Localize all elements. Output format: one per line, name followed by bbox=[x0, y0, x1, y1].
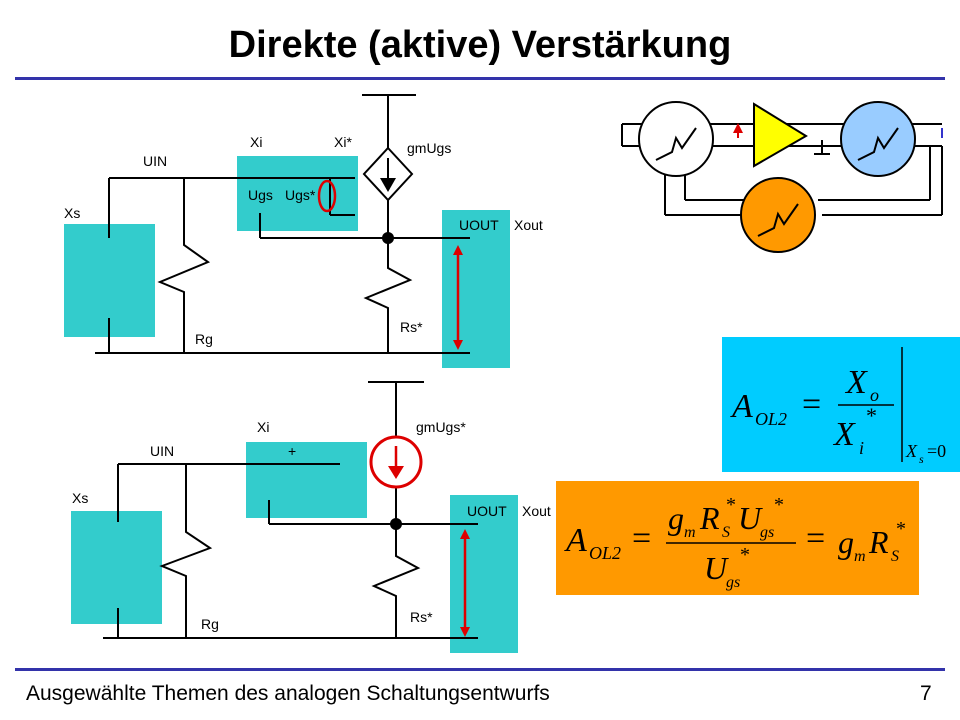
top-divider bbox=[15, 77, 945, 80]
page-number: 7 bbox=[920, 682, 932, 705]
symbol-amplifier-triangle bbox=[753, 102, 808, 168]
eq1-cond-var: X bbox=[905, 441, 918, 461]
eq1-lhs-sub: OL2 bbox=[755, 409, 787, 429]
top-ugs-label: Ugs bbox=[248, 187, 273, 203]
footer-text: Ausgewählte Themen des analogen Schaltun… bbox=[26, 682, 550, 705]
eq2-rhs-r: R bbox=[868, 524, 889, 560]
bottom-source-block bbox=[71, 511, 162, 624]
eq2-rhs-g-sub: m bbox=[854, 548, 866, 565]
bottom-plus-label: + bbox=[288, 443, 296, 459]
equation-1-box: A OL2 = X o X i * X s =0 bbox=[722, 337, 960, 472]
eq2-equals-2: = bbox=[806, 520, 825, 557]
page-title: Direkte (aktive) Verstärkung bbox=[228, 24, 732, 66]
bottom-node-dot bbox=[390, 518, 402, 530]
top-xs-label: Xs bbox=[64, 205, 80, 221]
eq2-num-u-sup: * bbox=[774, 494, 784, 516]
bottom-gmugs-star-label: gmUgs* bbox=[416, 419, 466, 435]
eq2-num-r-sub: S bbox=[722, 524, 730, 541]
eq1-equals: = bbox=[802, 386, 821, 423]
top-amplifier-block bbox=[237, 156, 358, 231]
bottom-rs-star-label: Rs* bbox=[410, 609, 433, 625]
bottom-rs-resistor bbox=[371, 524, 421, 638]
eq1-cond-rest: =0 bbox=[927, 441, 946, 461]
top-circuit: Xs UIN Xi Xi* Ugs Ugs* gmUgs UOUT Xout R… bbox=[64, 94, 543, 368]
bottom-circuit: Xs UIN Xi + gmUgs* UOUT Xout Rg Rs* bbox=[71, 381, 551, 653]
bottom-uin-label: UIN bbox=[150, 443, 174, 459]
bottom-xout-label: Xout bbox=[522, 503, 551, 519]
top-rs-resistor bbox=[363, 238, 413, 353]
eq1-den-sub: i bbox=[859, 438, 864, 458]
eq1-den-var: X bbox=[832, 416, 856, 453]
bottom-rg-resistor bbox=[159, 464, 213, 638]
eq1-num-sub: o bbox=[870, 385, 879, 405]
top-uout-label: UOUT bbox=[459, 217, 499, 233]
top-output-block bbox=[442, 210, 510, 368]
eq2-num-r-sup: * bbox=[726, 494, 736, 516]
bottom-xi-label: Xi bbox=[257, 419, 269, 435]
eq2-den-u-sup: * bbox=[740, 544, 750, 566]
eq1-num-var: X bbox=[844, 364, 868, 401]
top-gmugs-label: gmUgs bbox=[407, 140, 451, 156]
eq1-den-sup: * bbox=[866, 403, 877, 428]
top-rs-star-label: Rs* bbox=[400, 319, 423, 335]
bottom-divider bbox=[15, 668, 945, 671]
eq2-lhs-main: A bbox=[564, 522, 587, 559]
eq1-cond-sub: s bbox=[919, 452, 924, 466]
bottom-xs-label: Xs bbox=[72, 490, 88, 506]
eq2-den-u: U bbox=[704, 550, 729, 586]
eq2-den-u-sub: gs bbox=[726, 574, 740, 591]
top-rg-label: Rg bbox=[195, 331, 213, 347]
top-xout-label: Xout bbox=[514, 217, 543, 233]
eq2-rhs-r-sub: S bbox=[891, 548, 899, 565]
eq2-num-g-sub: m bbox=[684, 524, 696, 541]
eq2-num-r: R bbox=[699, 500, 720, 536]
symbolic-amplifier-diagram bbox=[621, 101, 943, 253]
top-uin-label: UIN bbox=[143, 153, 167, 169]
top-ugs-star-label: Ugs* bbox=[285, 187, 316, 203]
eq2-lhs-sub: OL2 bbox=[589, 543, 621, 563]
eq1-lhs-main: A bbox=[730, 388, 753, 425]
eq2-num-u: U bbox=[738, 500, 763, 536]
eq2-num-g: g bbox=[668, 500, 684, 536]
eq2-equals-1: = bbox=[632, 520, 651, 557]
bottom-uout-label: UOUT bbox=[467, 503, 507, 519]
top-red-ellipse bbox=[317, 179, 337, 213]
eq2-rhs-r-sup: * bbox=[896, 518, 906, 540]
top-rg-resistor bbox=[157, 178, 211, 353]
eq2-num-u-sub: gs bbox=[760, 524, 774, 541]
top-xi-star-label: Xi* bbox=[334, 134, 352, 150]
equation-2-box: A OL2 = g m R S * U gs * U gs * = g m R … bbox=[556, 481, 919, 595]
bottom-rg-label: Rg bbox=[201, 616, 219, 632]
bottom-amplifier-block bbox=[246, 442, 367, 518]
eq2-rhs-g: g bbox=[838, 524, 854, 560]
top-xi-label: Xi bbox=[250, 134, 262, 150]
top-node-dot bbox=[382, 232, 394, 244]
